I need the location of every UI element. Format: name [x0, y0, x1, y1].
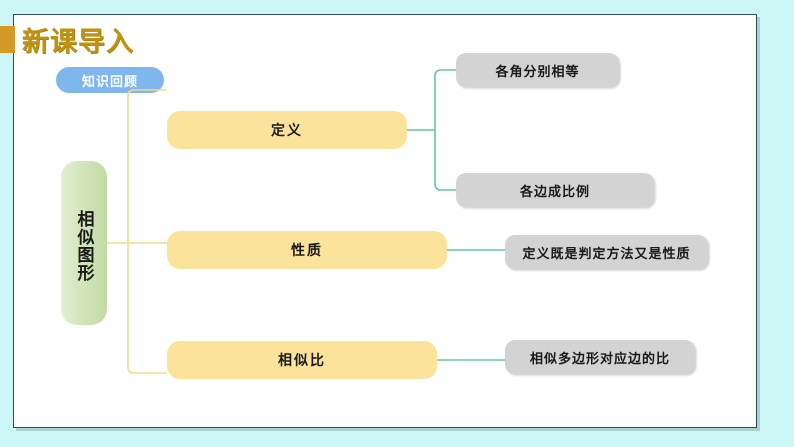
mindmap-leaf-definition-is-criterion[interactable]: 定义既是判定方法又是性质	[505, 235, 708, 269]
mindmap-leaf-proportional-sides[interactable]: 各边成比例	[456, 173, 654, 207]
mindmap-branch-property[interactable]: 性质	[167, 231, 447, 269]
mindmap-leaf-corresponding-sides-ratio[interactable]: 相似多边形对应边的比	[505, 340, 695, 374]
mindmap-branch-definition[interactable]: 定义	[167, 111, 407, 149]
mindmap-root-node[interactable]: 相似图形	[61, 161, 107, 325]
mindmap-leaf-equal-angles[interactable]: 各角分别相等	[456, 53, 619, 87]
title-marker-square	[0, 26, 15, 53]
page-title: 新课导入	[22, 27, 134, 57]
section-badge: 知识回顾	[56, 67, 164, 93]
mindmap-branch-ratio[interactable]: 相似比	[167, 341, 437, 379]
